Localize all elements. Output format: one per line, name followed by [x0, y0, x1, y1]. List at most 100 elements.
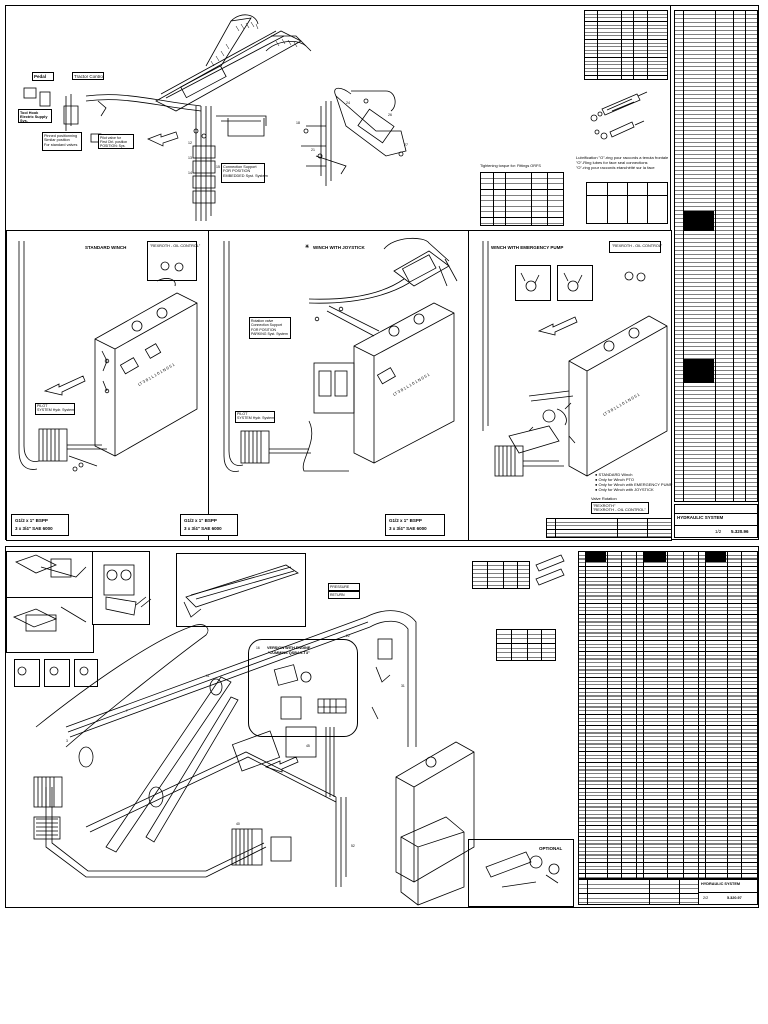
- svg-text:45: 45: [306, 744, 310, 748]
- panel-emergency-footer-1: G1/2 x 1" BSPP: [389, 518, 422, 523]
- svg-text:13: 13: [188, 156, 192, 160]
- parts-list-sheet2-col2: [636, 551, 700, 879]
- callout-tractor-text: Tractor Control: [74, 73, 104, 79]
- svg-text:3: 3: [66, 739, 68, 743]
- panel-joystick-connection-text: Rotation valve Connection Support FOR PO…: [251, 319, 288, 337]
- panel-standard-syst-text: PILOT SYSTEM Hydr. System: [37, 404, 75, 413]
- titleblock-sheet1: HYDRAULIC SYSTEM 5.320.96 1/2: [674, 504, 758, 538]
- optional-label: OPTIONAL: [539, 846, 563, 851]
- fitting-pictogram: [590, 91, 648, 140]
- panel-joystick-footer: G1/2 x 1" BSPP 3 x 3/4" SAE 6000: [180, 514, 238, 536]
- svg-text:7: 7: [126, 709, 128, 713]
- svg-text:27: 27: [404, 143, 408, 147]
- joystick-diagram: LT 3 8 1 L 1 0 1 N 0 5 1: [223, 237, 458, 472]
- oring-note-1: Lubrification "O"-ring pour raccords a t…: [576, 155, 669, 160]
- titleblock-sheet1-sheet: 1/2: [715, 529, 722, 534]
- emergency-note-box: "REXROTH" "REXROTH - OIL CONTROL": [591, 502, 649, 514]
- svg-text:31: 31: [401, 684, 405, 688]
- svg-text:18: 18: [296, 121, 300, 125]
- panel-joystick: ✳ WINCH WITH JOYSTICK Rotation valve Con…: [180, 230, 470, 541]
- panel-emergency-title: WINCH WITH EMERGENCY PUMP: [491, 245, 564, 250]
- legend-item-4: ● Only for Winch with JOYSTICK: [595, 487, 654, 492]
- parts-list-sheet2-col1: [578, 551, 638, 879]
- fitting-table-top: [584, 10, 668, 80]
- tag-return-text: RETURN: [330, 592, 345, 597]
- revision-table-sheet2: [578, 879, 700, 905]
- fitting-table-sheet2: [472, 561, 530, 589]
- cummins-inset: VERSION WITH ENGINE "CUMMINS QSB4.5-T3": [248, 639, 358, 737]
- panel-standard-winch: STANDARD WINCH "REXROTH - OIL CONTROL" P…: [6, 230, 210, 541]
- svg-text:24: 24: [346, 101, 350, 105]
- legend-item-3-text: Only for Winch with EMERGENCY PUMP: [598, 482, 673, 487]
- panel-joystick-title: WINCH WITH JOYSTICK: [313, 245, 365, 250]
- oring-note-3: "O"-ring pour raccords etanchéité sur la…: [576, 165, 655, 170]
- panel-standard-footer-2: 3 x 3/4" SAE 6000: [15, 526, 53, 531]
- svg-text:21: 21: [311, 148, 315, 152]
- titleblock-sheet2-code: 5.320.97: [727, 896, 742, 900]
- tag-pressure: PRESSURE: [328, 583, 360, 591]
- legend-item-2: ● Only for Winch PTO: [595, 477, 635, 482]
- inset-g: [74, 659, 98, 687]
- titleblock-sheet2: HYDRAULIC SYSTEM 2/2 5.320.97: [698, 879, 758, 905]
- svg-text:22: 22: [346, 634, 350, 638]
- svg-text:LT 3 8 1 L 1 0 1 N 0 5 1: LT 3 8 1 L 1 0 1 N 0 5 1: [392, 371, 431, 396]
- panel-emergency: WINCH WITH EMERGENCY PUMP "REXROTH - OIL…: [385, 230, 673, 541]
- emergency-note-line1: "REXROTH": [593, 502, 616, 508]
- panel-standard-title: STANDARD WINCH: [85, 245, 127, 250]
- emergency-diagram: LT 3 8 1 L 1 0 1 N 0 5 1: [482, 241, 668, 477]
- callout-pilot-text: Pilot valve for First Ctrl. position POS…: [100, 136, 128, 148]
- torque-title: Tightening torque for: Fittings ORFS: [480, 164, 541, 168]
- panel-joystick-footer-2: 3 x 3/4" SAE 6000: [184, 526, 222, 531]
- svg-text:11: 11: [206, 674, 210, 678]
- callout-pilot: Pilot valve for First Ctrl. position POS…: [98, 134, 134, 149]
- titleblock-sheet2-sheet: 2/2: [703, 896, 709, 900]
- panel-joystick-syst-text: PILOT SYSTEM Hydr. System: [237, 412, 275, 421]
- callout-pedal: Pedal: [32, 72, 54, 81]
- svg-text:40: 40: [236, 822, 240, 826]
- svg-text:14: 14: [188, 171, 192, 175]
- panel-joystick-connection: Rotation valve Connection Support FOR PO…: [249, 317, 291, 339]
- svg-text:LT 3 8 1 L 1 0 1 N 0 5 1: LT 3 8 1 L 1 0 1 N 0 5 1: [602, 391, 641, 416]
- torque-table-2: [586, 182, 668, 224]
- tag-return: RETURN: [328, 591, 360, 599]
- inset-f: [44, 659, 70, 687]
- legend-item-3: ● Only for Winch with EMERGENCY PUMP: [595, 482, 673, 487]
- inset-left: [515, 265, 551, 301]
- callout-tool-text: Tool Hook Electric Supply Sys.: [20, 111, 48, 123]
- panel-standard-footer: G1/2 x 1" BSPP 3 x 3/4" SAE 6000: [11, 514, 69, 536]
- svg-text:12: 12: [188, 141, 192, 145]
- panel-standard-callout-text: "REXROTH - OIL CONTROL": [150, 244, 201, 248]
- sheet-1: 12 13 14 15 18 21 24 26 27 Pedal Tractor Contr…: [5, 5, 759, 541]
- overview-diagram: 12 13 14 15 18 21 24 26 27: [23, 14, 408, 221]
- parts-list-sheet2-col3: [698, 551, 758, 879]
- callout-tractor: Tractor Control: [72, 72, 104, 80]
- parts-list-sheet1: [674, 10, 758, 502]
- legend-item-2-text: Only for Winch PTO: [598, 477, 635, 482]
- callout-pinned-text: Pinned positionning Similar position For…: [44, 134, 78, 147]
- legend-item-4-text: Only for Winch with JOYSTICK: [598, 487, 654, 492]
- torque-table-sheet2: [496, 629, 556, 661]
- legend-item-1-text: STANDARD Winch: [598, 472, 633, 477]
- panel-joystick-syst: PILOT SYSTEM Hydr. System: [235, 411, 275, 423]
- oring-note-2: "O"-Ring lubes for face seal connections: [576, 160, 648, 165]
- titleblock-sheet1-code: 5.320.96: [731, 529, 749, 534]
- panel-emergency-callout-text: "REXROTH - OIL CONTROL": [612, 244, 663, 248]
- callout-pinned: Pinned positionning Similar position For…: [42, 132, 82, 151]
- callout-connection-text: Connection Support FOR POSITION EMBEDDED…: [223, 165, 268, 178]
- inset-right: [557, 265, 593, 301]
- panel-joystick-footer-1: G1/2 x 1" BSPP: [184, 518, 217, 523]
- torque-table: [480, 172, 564, 226]
- emergency-note-line2: "REXROTH - OIL CONTROL": [593, 507, 646, 512]
- panel-standard-footer-1: G1/2 x 1" BSPP: [15, 518, 48, 523]
- panel-standard-callout: "REXROTH - OIL CONTROL": [147, 241, 201, 281]
- panel-standard-syst: PILOT SYSTEM Hydr. System: [35, 403, 75, 415]
- svg-text:15: 15: [216, 165, 220, 169]
- tag-pressure-text: PRESSURE: [330, 584, 350, 589]
- revision-table-sheet1: [546, 518, 672, 538]
- svg-text:26: 26: [388, 113, 392, 117]
- panel-emergency-footer-2: 3 x 3/4" SAE 6000: [389, 526, 427, 531]
- emergency-note-title: Valve Rotation: [591, 496, 617, 501]
- panel-joystick-marker: ✳: [305, 244, 310, 250]
- standard-winch-diagram: LT 3 8 1 L 1 0 1 N 0 5 1: [18, 241, 198, 472]
